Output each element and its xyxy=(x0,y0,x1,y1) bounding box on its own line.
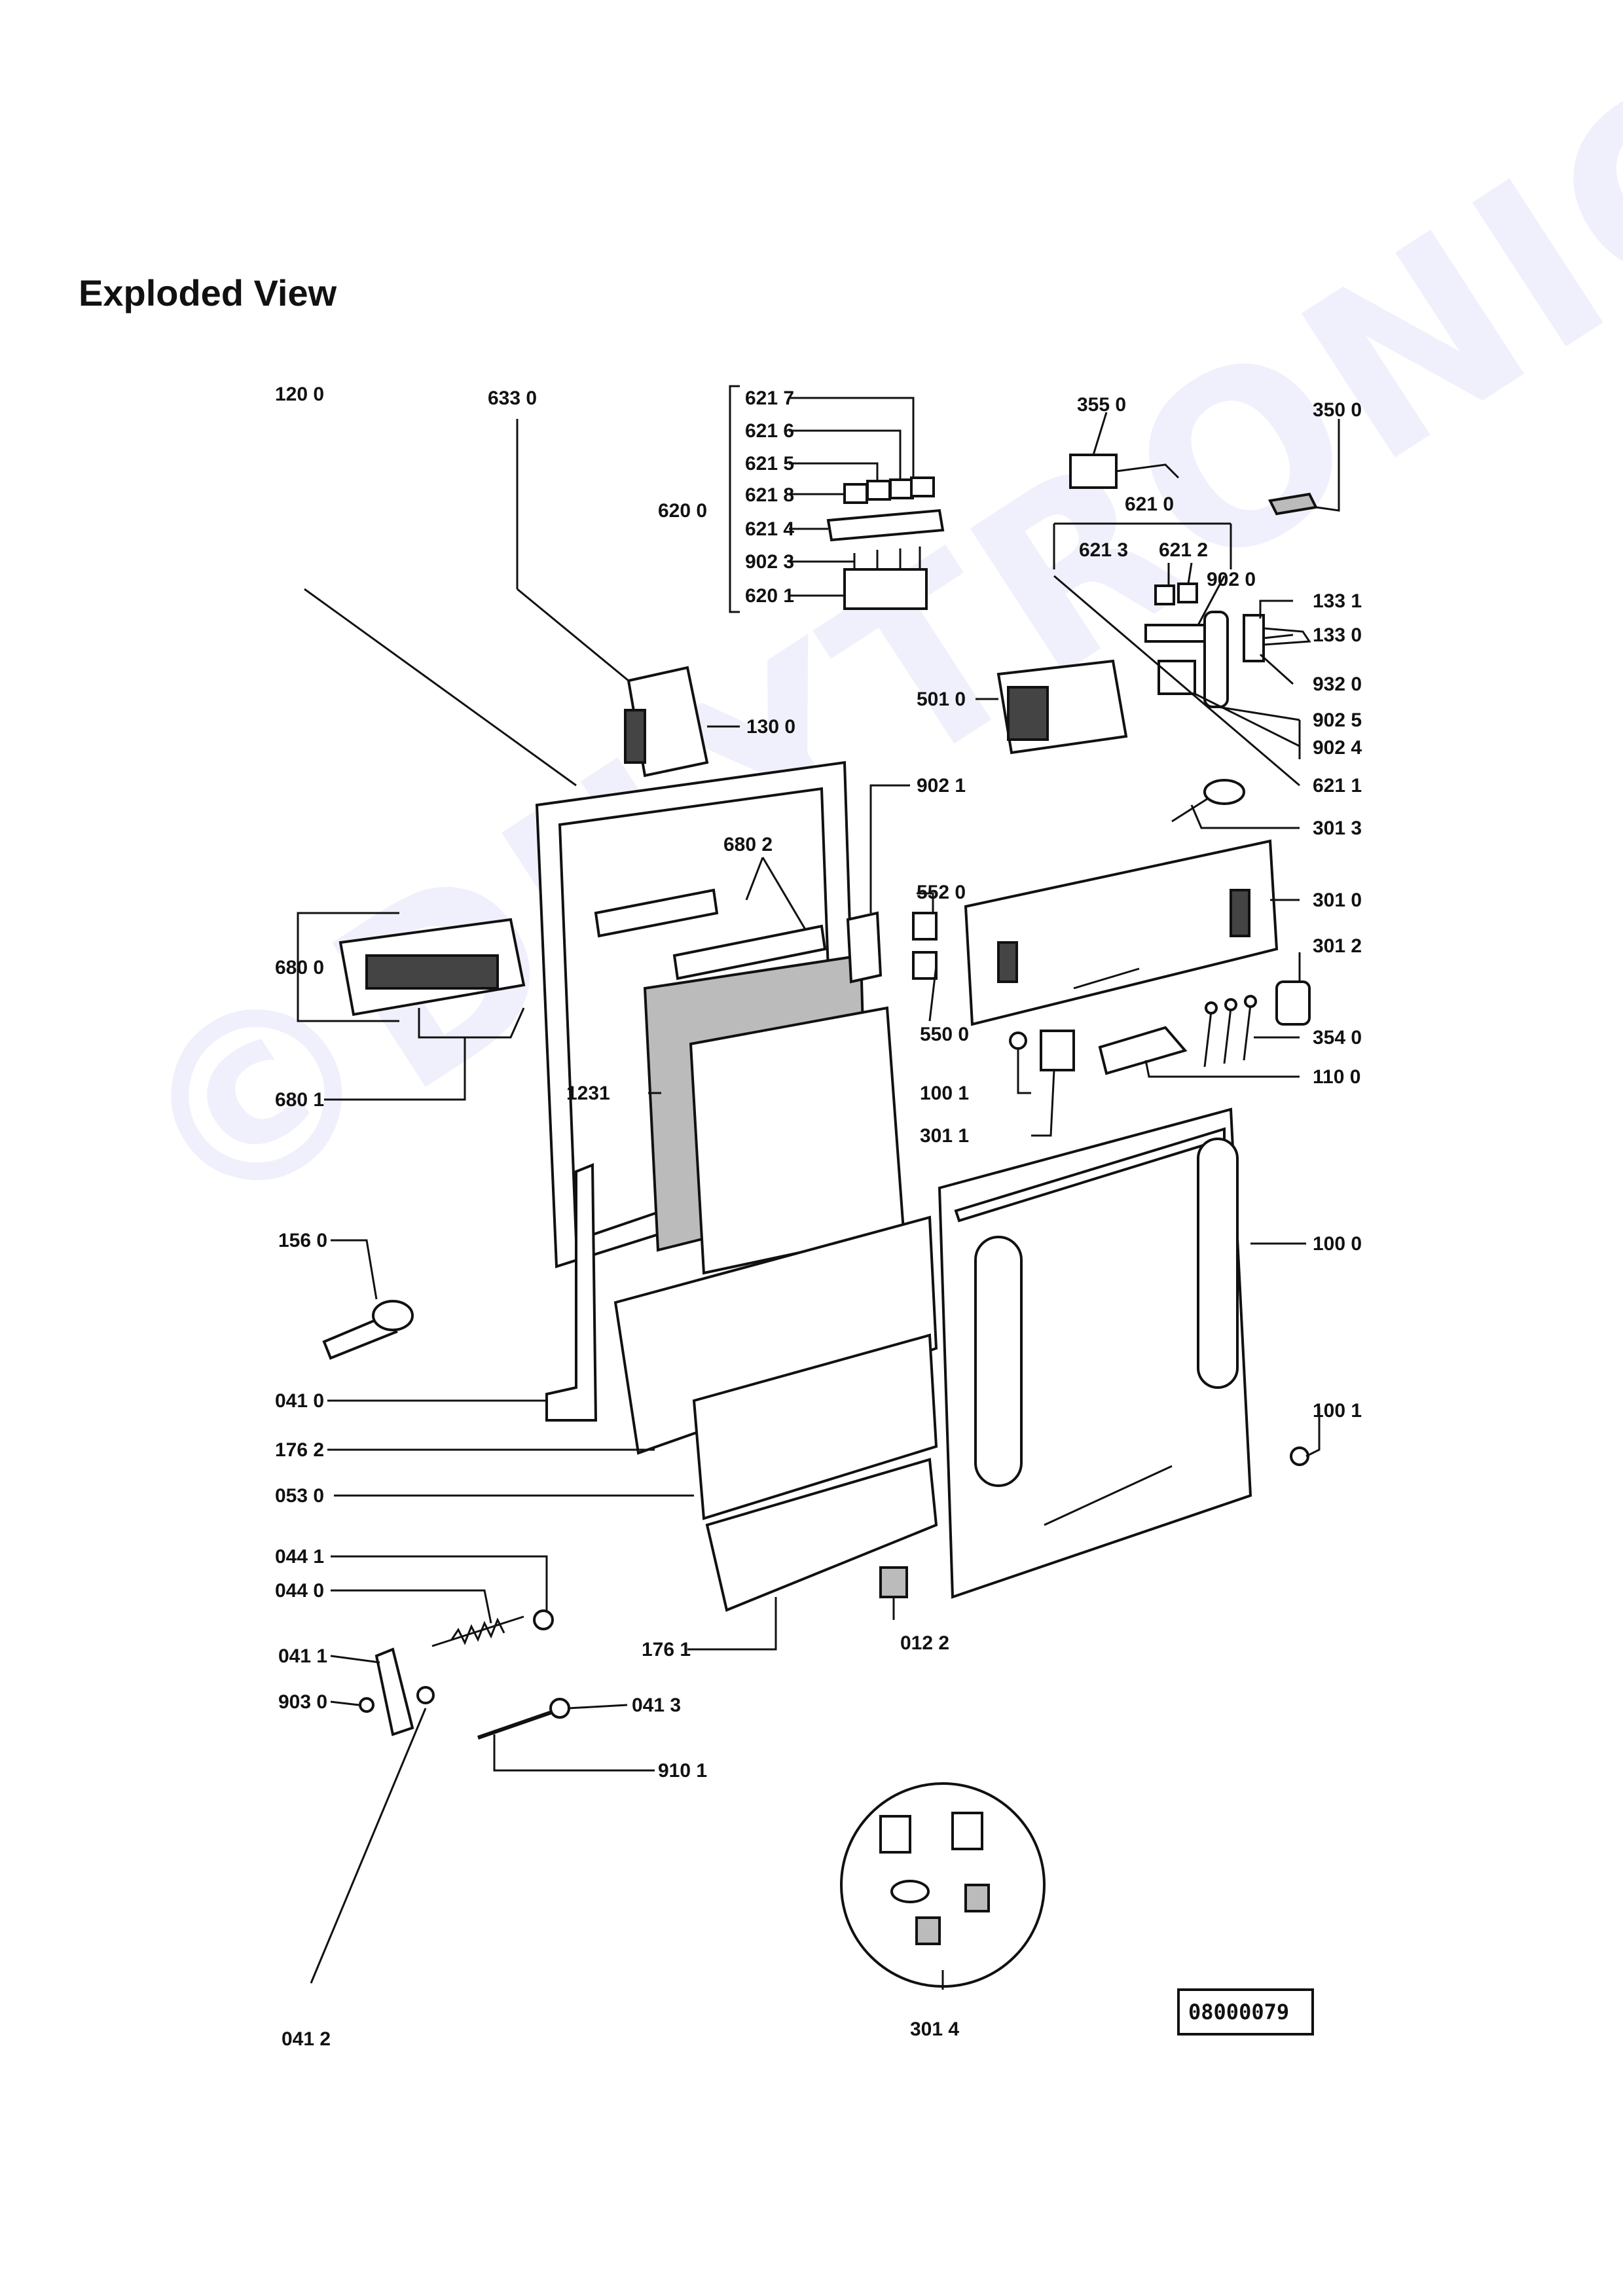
callout-1560: 156 0 xyxy=(278,1230,327,1251)
callout-5520: 552 0 xyxy=(917,882,966,903)
callout-3011: 301 1 xyxy=(920,1125,969,1147)
connector-part xyxy=(1069,454,1118,489)
callout-1001-upper: 100 1 xyxy=(920,1083,969,1104)
callout-0411: 041 1 xyxy=(278,1645,327,1667)
programmer-part xyxy=(996,659,1128,755)
callout-6214: 621 4 xyxy=(745,518,794,540)
hinge-arm-part xyxy=(545,1163,598,1422)
callout-0122: 012 2 xyxy=(900,1632,949,1654)
spare-kit-part xyxy=(840,1782,1046,1988)
channel-middle-part xyxy=(692,1333,938,1520)
callout-3014: 301 4 xyxy=(910,2018,959,2040)
hinge-upper-part xyxy=(912,912,938,941)
callout-0441: 044 1 xyxy=(275,1546,324,1568)
callout-6215: 621 5 xyxy=(745,453,794,475)
callout-6800: 680 0 xyxy=(275,957,324,978)
callout-5500: 550 0 xyxy=(920,1024,969,1045)
callout-3550: 355 0 xyxy=(1077,394,1126,416)
callout-3540: 354 0 xyxy=(1313,1027,1362,1049)
bolt-part xyxy=(416,1686,435,1704)
callout-9025: 902 5 xyxy=(1313,709,1362,731)
callout-6211: 621 1 xyxy=(1313,775,1362,797)
callout-0412: 041 2 xyxy=(282,2028,331,2050)
callout-9320: 932 0 xyxy=(1313,673,1362,695)
callout-9030: 903 0 xyxy=(278,1691,327,1713)
screw-upper-part xyxy=(1009,1031,1027,1050)
callout-9024: 902 4 xyxy=(1313,737,1362,759)
door-latch-part xyxy=(624,666,709,778)
callout-3010: 301 0 xyxy=(1313,889,1362,911)
callout-6801: 680 1 xyxy=(275,1089,324,1111)
callout-9023: 902 3 xyxy=(745,551,794,573)
switch-group-part xyxy=(1144,583,1311,708)
outer-door-part xyxy=(938,1107,1252,1599)
leader-lines xyxy=(297,385,1340,1990)
callout-9021: 902 1 xyxy=(917,775,966,797)
channel-upper-part xyxy=(613,1215,938,1455)
callout-0530: 053 0 xyxy=(275,1485,324,1507)
callout-1761: 176 1 xyxy=(642,1639,691,1660)
callout-6218: 621 8 xyxy=(745,484,794,506)
handle-part xyxy=(1098,1026,1188,1075)
callout-1762: 176 2 xyxy=(275,1439,324,1461)
callout-6802: 680 2 xyxy=(723,834,773,855)
callout-3500: 350 0 xyxy=(1313,399,1362,421)
strip-upper-part xyxy=(594,888,719,938)
callout-0440: 044 0 xyxy=(275,1580,324,1602)
springs-part xyxy=(1203,995,1257,1067)
callout-1231: 1231 xyxy=(566,1083,610,1104)
washer-part xyxy=(359,1697,374,1713)
selector-switch-part xyxy=(826,476,945,610)
callout-1331: 133 1 xyxy=(1313,590,1362,612)
callout-0413: 041 3 xyxy=(632,1695,681,1716)
callout-1200: 120 0 xyxy=(275,384,324,405)
callout-1330: 133 0 xyxy=(1313,624,1362,646)
drawing-number: 08000079 xyxy=(1188,2000,1289,2024)
cover-part xyxy=(1040,1030,1075,1071)
callout-6216: 621 6 xyxy=(745,420,794,442)
grip-part xyxy=(322,1300,414,1360)
callout-1001-lower: 100 1 xyxy=(1313,1400,1362,1422)
callout-1300: 130 0 xyxy=(746,716,795,738)
screw-lower-part xyxy=(1290,1446,1309,1466)
rivet-part xyxy=(549,1698,570,1719)
callout-6217: 621 7 xyxy=(745,387,794,409)
callout-6212: 621 2 xyxy=(1159,539,1208,561)
callout-6200: 620 0 xyxy=(658,500,707,522)
hinge-lower-part xyxy=(912,951,938,980)
dispenser-part xyxy=(338,918,526,1039)
callout-6210: 621 0 xyxy=(1125,493,1174,515)
callout-6213: 621 3 xyxy=(1079,539,1128,561)
callout-9020: 902 0 xyxy=(1207,569,1256,590)
plate-part xyxy=(1268,492,1318,516)
callout-3012: 301 2 xyxy=(1313,935,1362,957)
drawing-number-box: 08000079 xyxy=(1177,1988,1314,2036)
key-part xyxy=(1171,779,1245,823)
callout-labels: 120 0 633 0 621 7 621 6 621 5 621 8 621 … xyxy=(275,384,1362,2050)
spring-part xyxy=(431,1609,554,1647)
strip-lower-part xyxy=(672,924,827,980)
callout-0410: 041 0 xyxy=(275,1390,324,1412)
clip-part xyxy=(879,1566,908,1598)
channel-lower-part xyxy=(705,1458,938,1612)
callout-5010: 501 0 xyxy=(917,689,966,710)
button-part xyxy=(1275,980,1311,1026)
callout-6201: 620 1 xyxy=(745,585,794,607)
bracket-part xyxy=(846,911,883,984)
callout-1000: 100 0 xyxy=(1313,1233,1362,1255)
callout-6330: 633 0 xyxy=(488,387,537,409)
page-title: Exploded View xyxy=(79,272,337,314)
callout-9101: 910 1 xyxy=(658,1760,707,1782)
callout-1100: 110 0 xyxy=(1313,1066,1360,1088)
control-panel-part xyxy=(964,839,1279,1026)
hinge-plate-part xyxy=(374,1647,414,1736)
rod-part xyxy=(477,1706,564,1740)
callout-3013: 301 3 xyxy=(1313,817,1362,839)
